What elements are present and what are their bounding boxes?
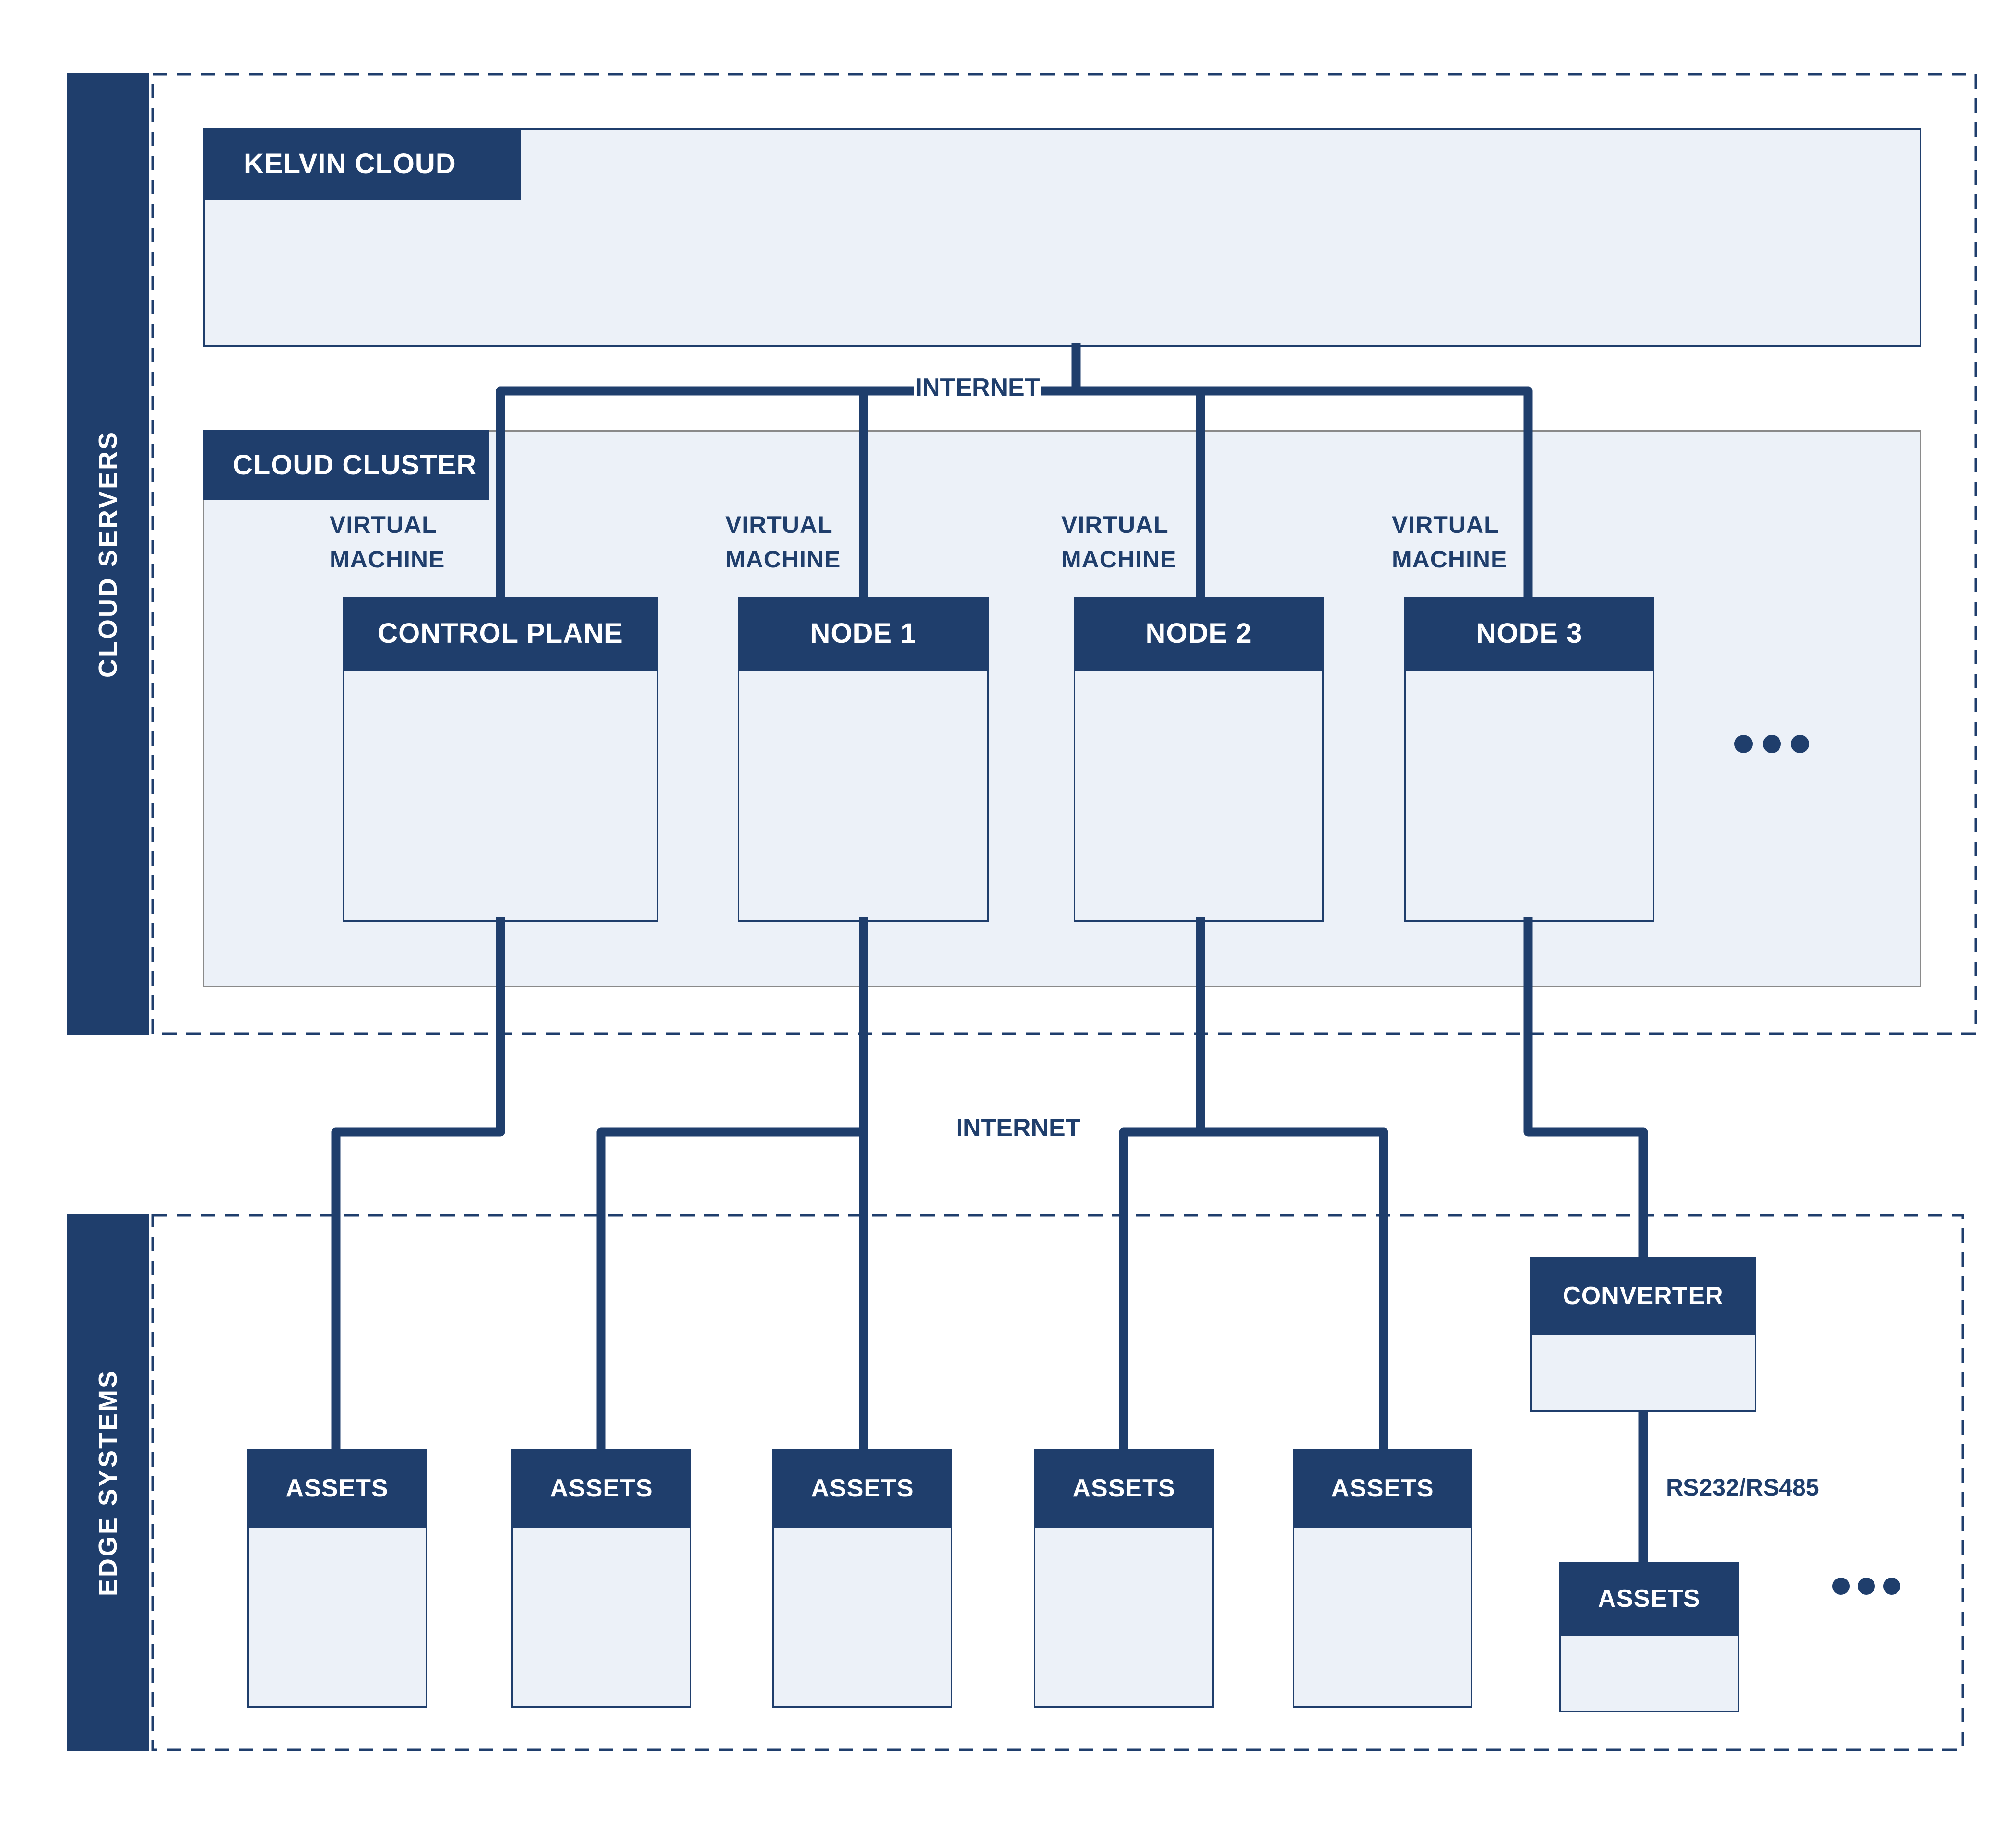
sidebar-cloud-servers: CLOUD SERVERS [67, 73, 149, 1035]
ellipsis-dot [1832, 1578, 1850, 1595]
assets-5-label: ASSETS [1331, 1474, 1434, 1502]
assets-3-header: ASSETS [772, 1449, 952, 1528]
control-plane-name: CONTROL PLANE [378, 617, 623, 649]
converter-assets-body [1559, 1636, 1739, 1712]
converter-assets-header: ASSETS [1559, 1562, 1739, 1636]
node-2-body [1074, 669, 1324, 922]
ellipsis-dot [1858, 1578, 1875, 1595]
assets-4-label: ASSETS [1072, 1474, 1175, 1502]
node-1-header: NODE 1 [738, 597, 989, 669]
assets-4-body [1034, 1528, 1214, 1708]
connector-node3-converter [1523, 917, 1648, 1261]
control-plane-header: CONTROL PLANE [343, 597, 658, 669]
virtual-machine-node-3: VIRTUAL MACHINE NODE 3 [1371, 507, 1688, 953]
ellipsis-dot [1883, 1578, 1900, 1595]
assets-box-1: ASSETS [247, 1449, 427, 1708]
assets-3-body [772, 1528, 952, 1708]
node-2-name: NODE 2 [1145, 617, 1252, 649]
connector-node1-assets2 [596, 1127, 864, 1456]
virtual-machine-node-2: VIRTUAL MACHINE NODE 2 [1040, 507, 1357, 953]
kelvin-cloud-title: KELVIN CLOUD [244, 148, 456, 179]
more-vms-ellipsis [1734, 735, 1809, 753]
ellipsis-dot [1791, 735, 1809, 753]
cloud-servers-dashed-border [151, 73, 1977, 1035]
converter-header: CONVERTER [1530, 1257, 1756, 1335]
converter-assets-box: ASSETS [1559, 1562, 1739, 1712]
virtual-machine-control-plane: VIRTUAL MACHINE CONTROL PLANE [308, 507, 691, 953]
assets-box-2: ASSETS [511, 1449, 691, 1708]
ellipsis-dot [1734, 735, 1753, 753]
virtual-machine-node-1: VIRTUAL MACHINE NODE 1 [704, 507, 1020, 953]
node-3-name: NODE 3 [1476, 617, 1583, 649]
converter-body [1530, 1335, 1756, 1412]
converter-assets-label: ASSETS [1598, 1585, 1701, 1613]
edge-systems-dashed-border [151, 1214, 1964, 1751]
assets-2-label: ASSETS [550, 1474, 653, 1502]
cloud-cluster-title: CLOUD CLUSTER [233, 449, 477, 481]
node-2-header: NODE 2 [1074, 597, 1324, 669]
node-3-body [1404, 669, 1654, 922]
assets-2-body [511, 1528, 691, 1708]
internet-label-middle: INTERNET [956, 1114, 1081, 1142]
vm-label: VIRTUAL MACHINE [1384, 507, 1535, 577]
connector-internet-left [496, 386, 914, 605]
connector-internet-right [1041, 386, 1533, 605]
assets-1-header: ASSETS [247, 1449, 427, 1528]
kelvin-cloud-box: KELVIN CLOUD [203, 128, 1921, 347]
ellipsis-dot [1763, 735, 1781, 753]
connector-node2-assets4-assets5 [1119, 1127, 1388, 1456]
node-1-body [738, 669, 989, 922]
assets-1-body [247, 1528, 427, 1708]
serial-protocol-label: RS232/RS485 [1666, 1474, 1819, 1501]
vm-label: VIRTUAL MACHINE [322, 507, 473, 577]
internet-label-top: INTERNET [915, 374, 1040, 401]
assets-1-label: ASSETS [285, 1474, 389, 1502]
vm-label: VIRTUAL MACHINE [718, 507, 868, 577]
assets-box-5: ASSETS [1293, 1449, 1472, 1708]
sidebar-edge-systems: EDGE SYSTEMS [67, 1214, 149, 1751]
assets-box-4: ASSETS [1034, 1449, 1214, 1708]
more-assets-ellipsis [1832, 1578, 1900, 1595]
assets-5-body [1293, 1528, 1472, 1708]
assets-box-3: ASSETS [772, 1449, 952, 1708]
node-1-name: NODE 1 [810, 617, 917, 649]
assets-4-header: ASSETS [1034, 1449, 1214, 1528]
vm-label: VIRTUAL MACHINE [1054, 507, 1204, 577]
converter-label: CONVERTER [1563, 1282, 1724, 1310]
assets-5-header: ASSETS [1293, 1449, 1472, 1528]
kelvin-cloud-title-tab: KELVIN CLOUD [203, 128, 521, 200]
assets-2-header: ASSETS [511, 1449, 691, 1528]
connector-controlplane-assets1 [331, 917, 505, 1456]
assets-3-label: ASSETS [811, 1474, 914, 1502]
cloud-cluster-title-tab: CLOUD CLUSTER [203, 430, 489, 500]
node-3-header: NODE 3 [1404, 597, 1654, 669]
converter-box: CONVERTER [1530, 1257, 1756, 1412]
